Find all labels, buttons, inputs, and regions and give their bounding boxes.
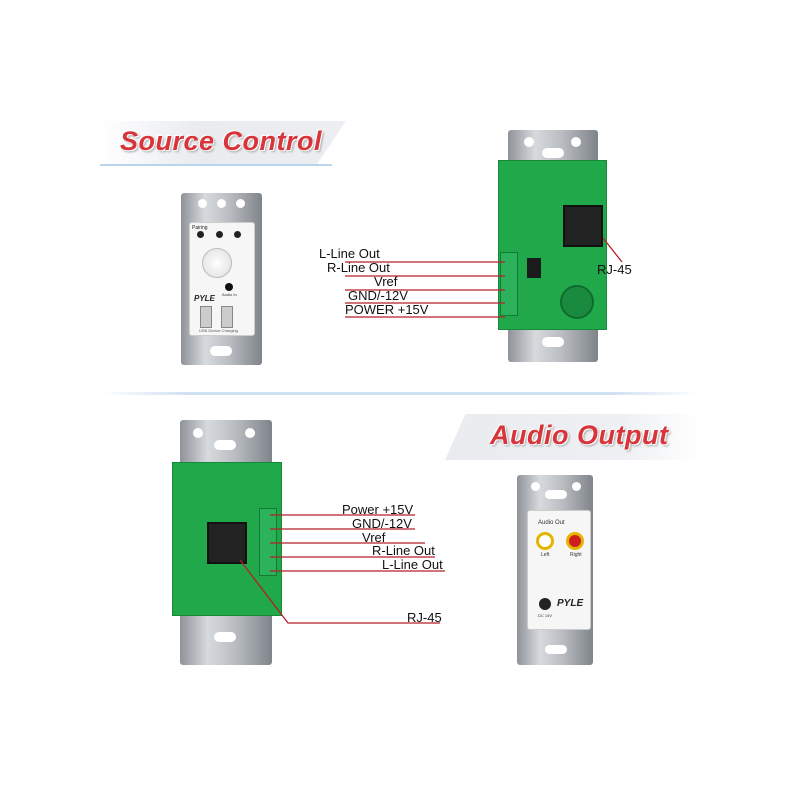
label-power: POWER +15V	[345, 302, 429, 317]
label-rj45: RJ-45	[597, 262, 632, 277]
banner-underline	[100, 164, 332, 166]
volume-knob	[202, 248, 232, 278]
label-r-line-out: R-Line Out	[327, 260, 390, 275]
label-vref: Vref	[362, 530, 386, 545]
usb-port	[221, 306, 233, 328]
label-l-line-out: L-Line Out	[382, 557, 443, 572]
label-vref: Vref	[374, 274, 398, 289]
left-label: Left	[541, 552, 550, 558]
next-button	[234, 231, 241, 238]
source-control-title: Source Control	[120, 126, 323, 156]
prev-button	[216, 231, 223, 238]
label-l-line-out: L-Line Out	[319, 246, 380, 261]
audio-output-title: Audio Output	[490, 420, 669, 450]
audio-output-banner	[445, 414, 700, 460]
terminal-block	[500, 252, 518, 316]
rj45-jack	[563, 205, 603, 247]
chip	[527, 258, 541, 278]
usb-label: USB Device Charging	[199, 328, 238, 333]
rca-left	[536, 532, 554, 550]
pairing-button	[197, 231, 204, 238]
pairing-label: Pairing	[192, 225, 208, 231]
source-control-banner	[100, 121, 346, 165]
dc-label: DC 15V	[538, 613, 553, 618]
label-gnd: GND/-12V	[352, 516, 412, 531]
label-r-line-out: R-Line Out	[372, 543, 435, 558]
rca-right	[566, 532, 584, 550]
label-rj45: RJ-45	[407, 610, 442, 625]
terminal-block	[259, 508, 277, 576]
audio-in-label: Audio In	[222, 292, 237, 297]
pyle-logo: PYLE	[557, 598, 584, 609]
usb-port	[200, 306, 212, 328]
pyle-logo: PYLE	[194, 294, 215, 303]
section-divider	[100, 392, 700, 395]
rj45-jack	[207, 522, 247, 564]
dc-jack	[539, 598, 551, 610]
label-gnd: GND/-12V	[348, 288, 408, 303]
audio-in-jack	[225, 283, 233, 291]
audio-out-heading: Audio Out	[538, 520, 565, 526]
capacitor	[560, 285, 594, 319]
right-label: Right	[570, 552, 582, 558]
label-power: Power +15V	[342, 502, 414, 517]
